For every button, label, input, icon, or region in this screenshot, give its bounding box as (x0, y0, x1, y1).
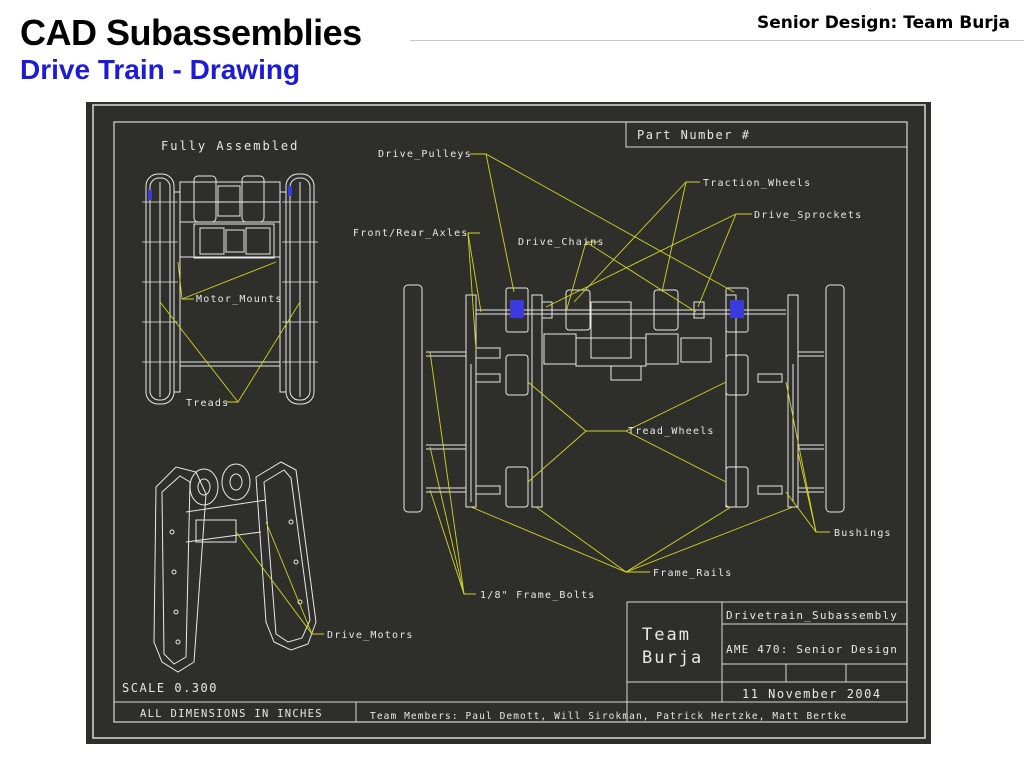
slide-title: CAD Subassemblies (20, 12, 362, 53)
part-number-box (625, 121, 908, 148)
callout-drive-motors: Drive_Motors (327, 630, 414, 641)
callout-treads: Treads (186, 398, 229, 409)
cad-drawing: Part Number # Fully Assembled (86, 102, 931, 744)
callout-motor-mounts: Motor_Mounts (196, 294, 283, 305)
title-team-line2: Burja (642, 648, 703, 668)
callout-drive-chains: Drive_Chains (518, 237, 605, 248)
team-header-label: Senior Design: Team Burja (757, 13, 1010, 33)
callout-drive-pulleys: Drive_Pulleys (378, 149, 472, 160)
header-rule (410, 40, 1024, 41)
drawing-svg: Part Number # Fully Assembled (92, 104, 926, 739)
title-course: AME 470: Senior Design (726, 643, 898, 656)
callout-tread-wheels: Tread_Wheels (628, 426, 715, 437)
outer-border (92, 104, 926, 739)
callout-labels: Drive_Pulleys Traction_Wheels Drive_Spro… (186, 149, 892, 641)
inner-border (113, 121, 908, 723)
callout-bushings: Bushings (834, 528, 892, 539)
team-members: Team Members: Paul Demott, Will Sirokman… (370, 711, 847, 722)
title-date: 11 November 2004 (742, 687, 882, 701)
title-team-line1: Team (642, 625, 691, 645)
assembled-sprocket-highlights (148, 186, 292, 200)
slide-subtitle: Drive Train - Drawing (20, 54, 301, 85)
assembled-top-view (142, 173, 318, 405)
callout-leaders (159, 153, 830, 635)
title-block (114, 601, 908, 723)
callout-front-rear-axles: Front/Rear_Axles (353, 228, 469, 239)
isometric-view (153, 461, 317, 673)
callout-frame-bolts: 1/8" Frame_Bolts (480, 590, 596, 601)
exploded-pulley-highlights (510, 300, 744, 318)
dimensions-note: ALL DIMENSIONS IN INCHES (140, 708, 323, 720)
exploded-view (403, 284, 845, 513)
callout-traction-wheels: Traction_Wheels (703, 178, 811, 189)
view-label: Fully Assembled (161, 139, 299, 153)
part-number-label: Part Number # (637, 128, 750, 142)
callout-frame-rails: Frame_Rails (653, 568, 732, 579)
callout-drive-sprockets: Drive_Sprockets (754, 210, 862, 221)
title-assembly-name: Drivetrain_Subassembly (726, 609, 898, 622)
scale-label: SCALE 0.300 (122, 681, 218, 695)
